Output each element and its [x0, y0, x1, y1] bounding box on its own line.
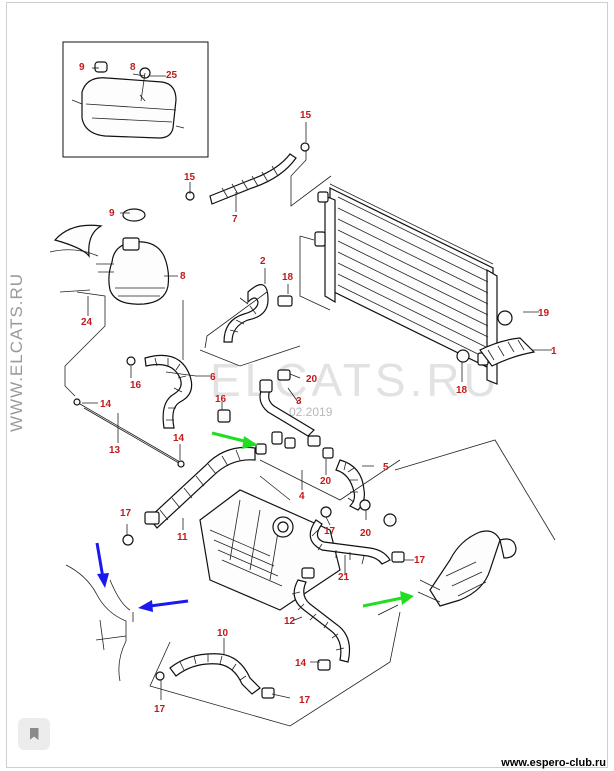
rod-13 — [79, 403, 181, 463]
site-label: www.espero-club.ru — [501, 757, 606, 769]
watermark-center: ELCATS.RU — [210, 354, 501, 406]
part-label: 21 — [338, 572, 350, 583]
part-label: 20 — [306, 374, 318, 385]
hose-5 — [335, 459, 365, 511]
hose-11 — [148, 446, 256, 529]
part-label: 16 — [130, 380, 142, 391]
part-label: 11 — [177, 532, 188, 543]
part-label: 7 — [232, 214, 238, 225]
part-label: 14 — [100, 399, 112, 410]
leader-lines — [64, 67, 556, 727]
part-label: 17 — [120, 508, 132, 519]
part-label: 20 — [320, 476, 332, 487]
part-label: 2 — [260, 256, 266, 267]
part-label: 19 — [538, 308, 550, 319]
part-label: 10 — [217, 628, 229, 639]
part-label: 14 — [295, 658, 307, 669]
tank-detail-inset — [62, 41, 209, 158]
part-label: 18 — [456, 385, 468, 396]
part-label: 24 — [81, 317, 93, 328]
part-label: 17 — [154, 704, 166, 715]
body-panel — [65, 564, 131, 682]
part-label: 15 — [184, 172, 196, 183]
hose-10 — [169, 653, 261, 695]
part-label: 6 — [210, 372, 216, 383]
part-label: 4 — [299, 491, 305, 502]
part-label: 25 — [166, 70, 178, 81]
hose-21 — [309, 519, 391, 565]
part-label: 8 — [130, 62, 136, 73]
part-label: 9 — [109, 208, 115, 219]
hose-2 — [223, 284, 269, 343]
part-label: 5 — [383, 462, 389, 473]
part-label: 8 — [180, 271, 186, 282]
part-label: 15 — [300, 110, 312, 121]
hose-7 — [209, 153, 297, 205]
part-label: 9 — [79, 62, 85, 73]
part-labels: 9 8 25 15 15 7 9 8 24 2 18 19 1 18 16 6 … — [79, 62, 557, 715]
part-label: 16 — [215, 394, 227, 405]
watermark-side: WWW.ELCATS.RU — [7, 273, 26, 432]
part-label: 12 — [284, 616, 296, 627]
part-label: 18 — [282, 272, 294, 283]
part-label: 13 — [109, 445, 121, 456]
thermostat-housing — [417, 530, 517, 607]
bookmark-button[interactable] — [18, 718, 50, 750]
engine-block — [199, 489, 341, 611]
tank-bracket — [53, 224, 103, 259]
expansion-tank — [96, 208, 170, 305]
part-label: 17 — [324, 526, 336, 537]
blue-arrow-icon — [138, 599, 189, 612]
highlight-arrows — [95, 431, 414, 612]
part-label: 17 — [414, 555, 426, 566]
hose-6 — [144, 354, 193, 429]
hose-12 — [293, 579, 351, 663]
watermark-date: 02.2019 — [289, 405, 333, 419]
blue-arrow-icon — [95, 542, 109, 588]
pipe-3 — [259, 387, 315, 437]
part-label: 14 — [173, 433, 185, 444]
green-arrow-icon — [211, 431, 258, 449]
bookmark-icon — [29, 728, 39, 740]
part-label: 17 — [299, 695, 311, 706]
part-label: 1 — [551, 346, 557, 357]
part-label: 3 — [296, 396, 302, 407]
green-arrow-icon — [362, 591, 414, 608]
part-label: 20 — [360, 528, 372, 539]
